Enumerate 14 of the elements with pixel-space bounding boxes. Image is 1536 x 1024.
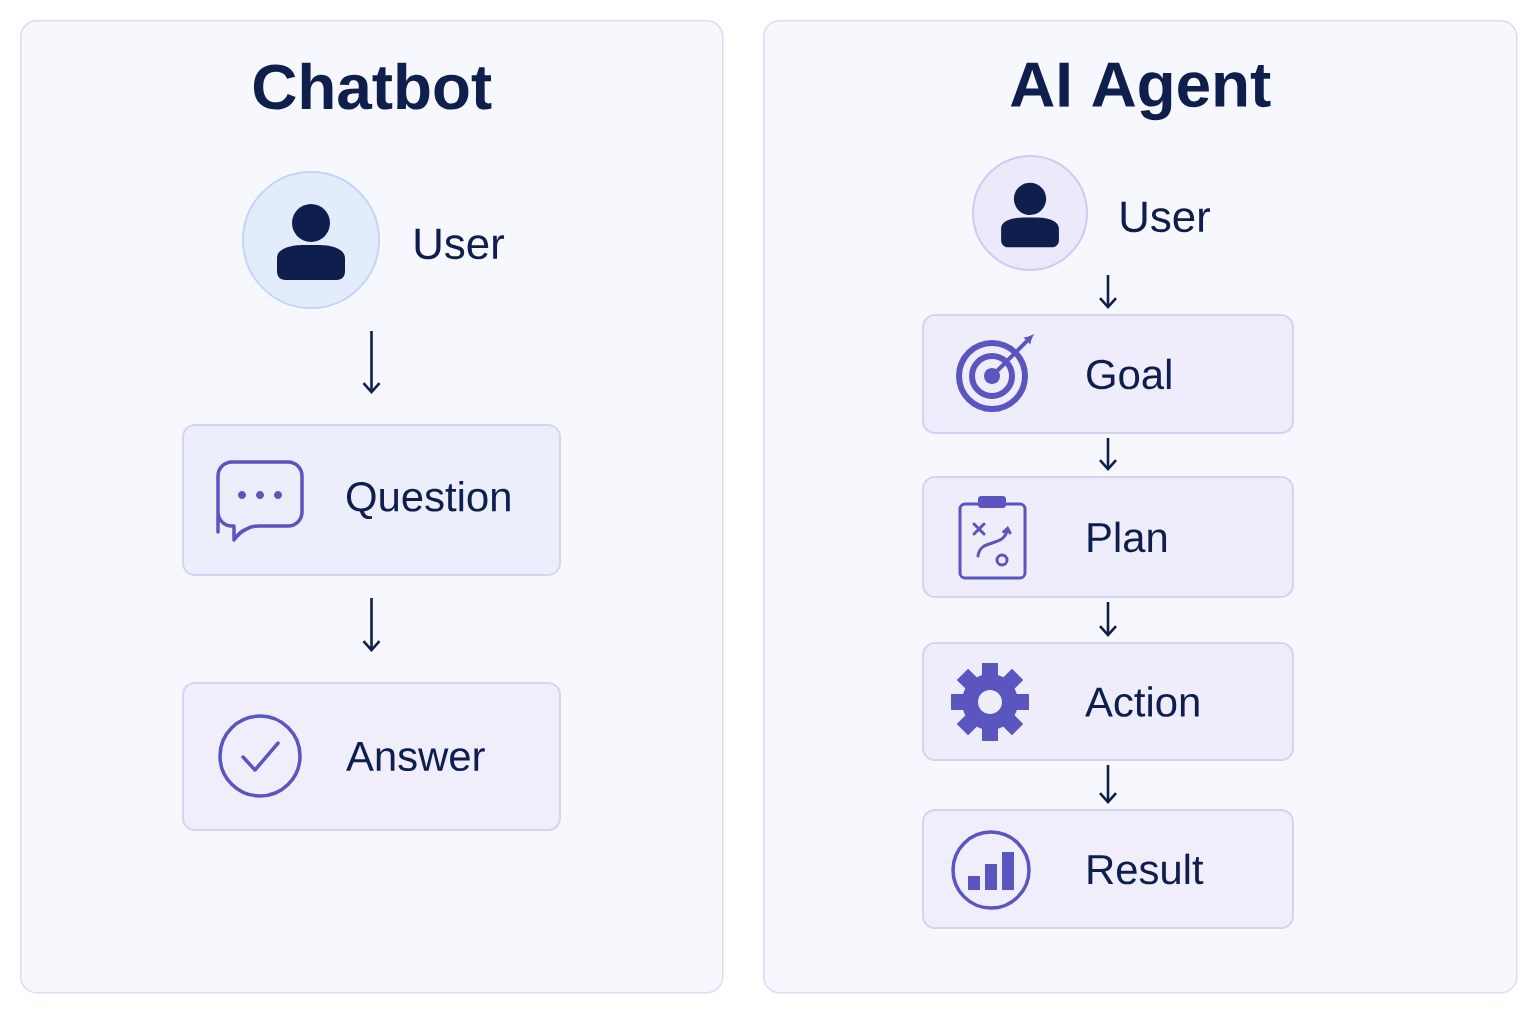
- step-box: Action: [922, 642, 1294, 761]
- step-box: Answer: [182, 682, 561, 831]
- user-label: User: [1121, 201, 1211, 233]
- step-box: Plan: [922, 476, 1294, 598]
- arrow: [362, 331, 381, 394]
- arrow: [1099, 438, 1117, 471]
- arrow: [1099, 765, 1117, 804]
- arrow: [362, 598, 381, 652]
- arrow: [1099, 602, 1117, 637]
- step-box: Question: [182, 424, 561, 576]
- arrow: [1099, 275, 1117, 309]
- step-box: Result: [922, 809, 1294, 929]
- step-box: Goal: [922, 314, 1294, 434]
- user-label: User: [415, 228, 504, 260]
